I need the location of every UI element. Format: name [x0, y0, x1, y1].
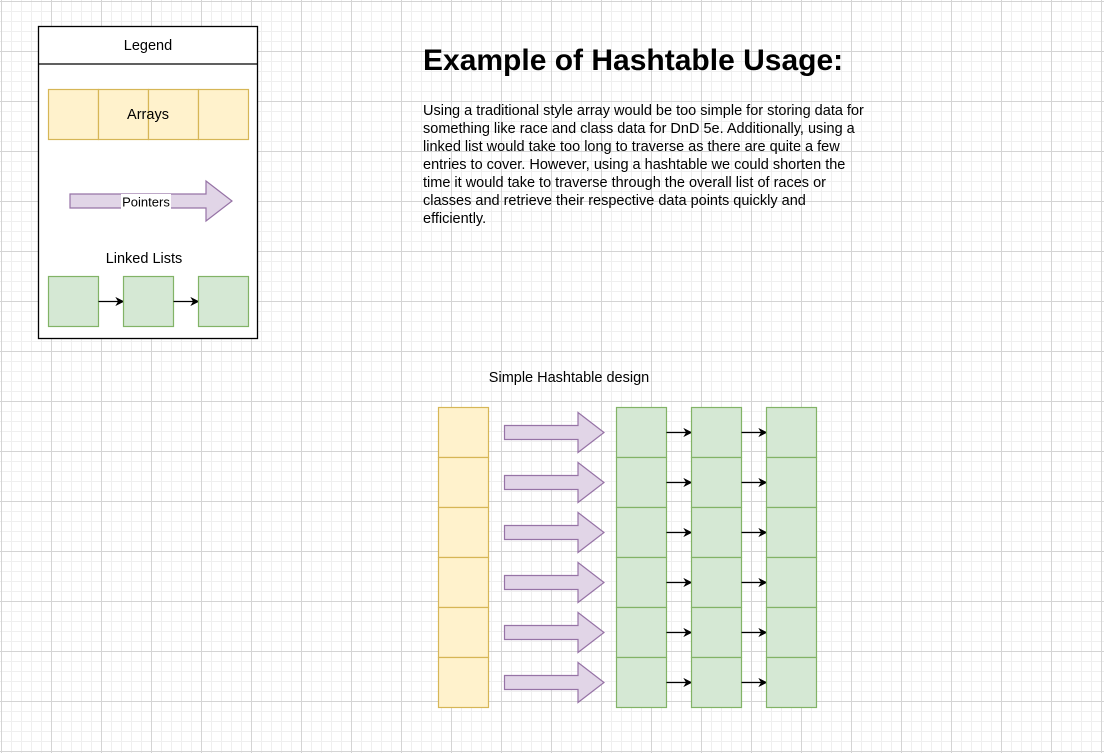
chain-node	[765, 556, 818, 609]
hashtable-diagram	[437, 406, 818, 709]
chain-node	[765, 656, 818, 709]
chain-node	[690, 556, 743, 609]
legend-array-cell	[147, 88, 200, 141]
legend-array-sample	[47, 88, 250, 141]
description-line: Using a traditional style array would be…	[423, 103, 864, 119]
bucket-cell	[437, 406, 490, 459]
legend-array-cell	[97, 88, 150, 141]
description-line: something like race and class data for D…	[423, 121, 855, 137]
legend-pointer-label-bg	[121, 194, 171, 210]
chain-node	[765, 506, 818, 559]
chain-node	[615, 556, 668, 609]
bucket-cell	[437, 506, 490, 559]
page-title: Example of Hashtable Usage:	[423, 44, 844, 77]
legend-arrays-label: Arrays	[127, 107, 169, 123]
bucket-cell	[437, 556, 490, 609]
chain-node	[765, 406, 818, 459]
chain-node	[690, 406, 743, 459]
description-line: entries to cover. However, using a hasht…	[423, 157, 846, 173]
description-line: efficiently.	[423, 211, 487, 227]
legend-list-node	[197, 275, 250, 328]
description-line: linked list would take too long to trave…	[423, 139, 840, 155]
description-line: time it would take to traverse through t…	[423, 175, 826, 191]
legend-linked-list-sample	[47, 275, 250, 328]
bucket-pointer-arrow	[503, 511, 605, 554]
legend-title: Legend	[124, 38, 172, 54]
legend-pointers-label: Pointers	[122, 195, 170, 210]
chain-node	[615, 656, 668, 709]
chain-node	[765, 606, 818, 659]
legend-array-cell	[197, 88, 250, 141]
bucket-cell	[437, 456, 490, 509]
bucket-pointer-arrow	[503, 561, 605, 604]
legend-array-cell	[47, 88, 100, 141]
chain-node	[615, 406, 668, 459]
chain-node	[615, 506, 668, 559]
bucket-pointer-arrow	[503, 661, 605, 704]
diagram-caption: Simple Hashtable design	[489, 370, 649, 386]
bucket-pointer-arrow	[503, 611, 605, 654]
chain-node	[690, 606, 743, 659]
bucket-pointer-arrow	[503, 461, 605, 504]
description-text: Using a traditional style array would be…	[423, 102, 893, 228]
legend-list-node	[47, 275, 100, 328]
chain-node	[615, 606, 668, 659]
description-line: classes and retrieve their respective da…	[423, 193, 806, 209]
chain-node	[615, 456, 668, 509]
legend-list-node	[122, 275, 175, 328]
bucket-pointer-arrow	[503, 411, 605, 454]
chain-node	[765, 456, 818, 509]
chain-node	[690, 456, 743, 509]
chain-node	[690, 506, 743, 559]
legend: Legend Arrays Pointers Linked Lists	[37, 25, 259, 340]
bucket-cell	[437, 606, 490, 659]
legend-linked-lists-label: Linked Lists	[106, 251, 183, 267]
chain-node	[690, 656, 743, 709]
bucket-cell	[437, 656, 490, 709]
